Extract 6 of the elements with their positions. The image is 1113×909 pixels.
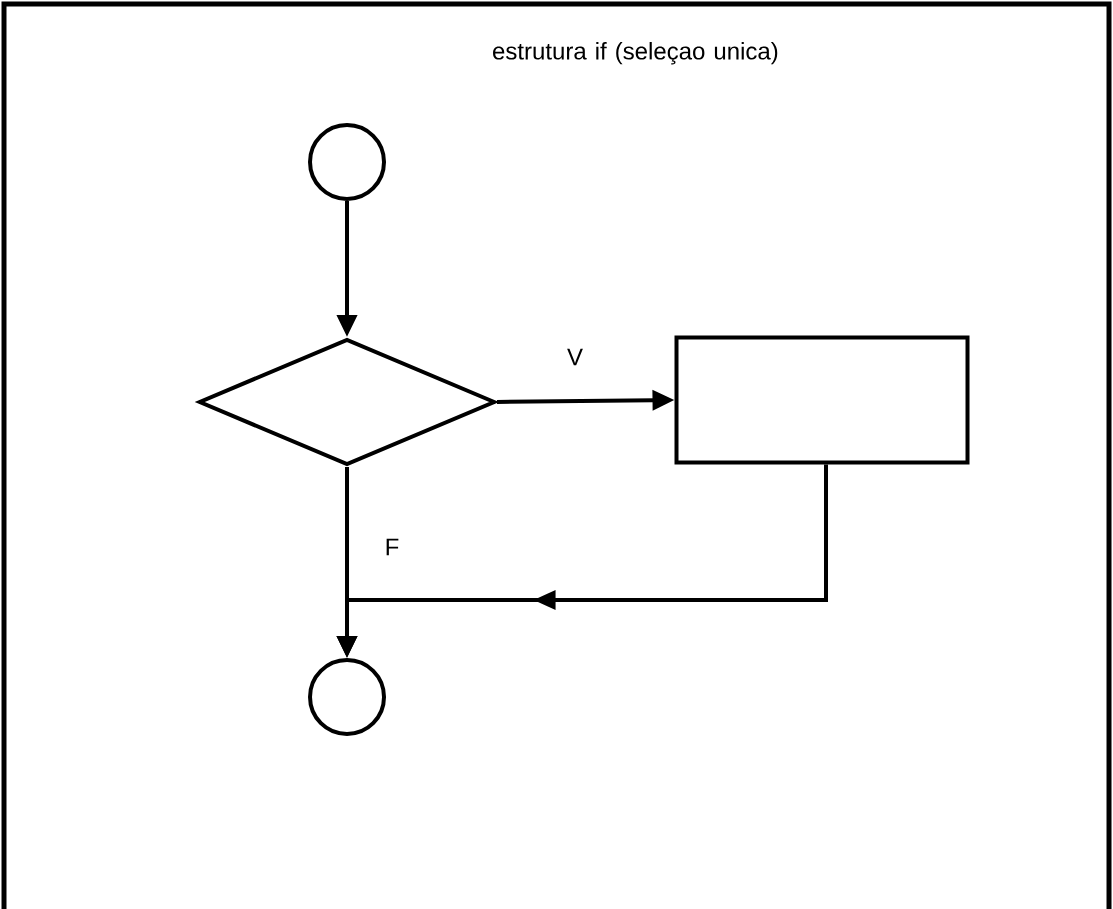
terminal-circle bbox=[308, 658, 386, 736]
edge-label: F bbox=[382, 536, 402, 558]
process-box bbox=[674, 335, 970, 465]
edge-label: V bbox=[565, 346, 585, 368]
title: estrutura if (seleçao unica) bbox=[493, 42, 778, 65]
terminal-circle bbox=[308, 123, 386, 201]
